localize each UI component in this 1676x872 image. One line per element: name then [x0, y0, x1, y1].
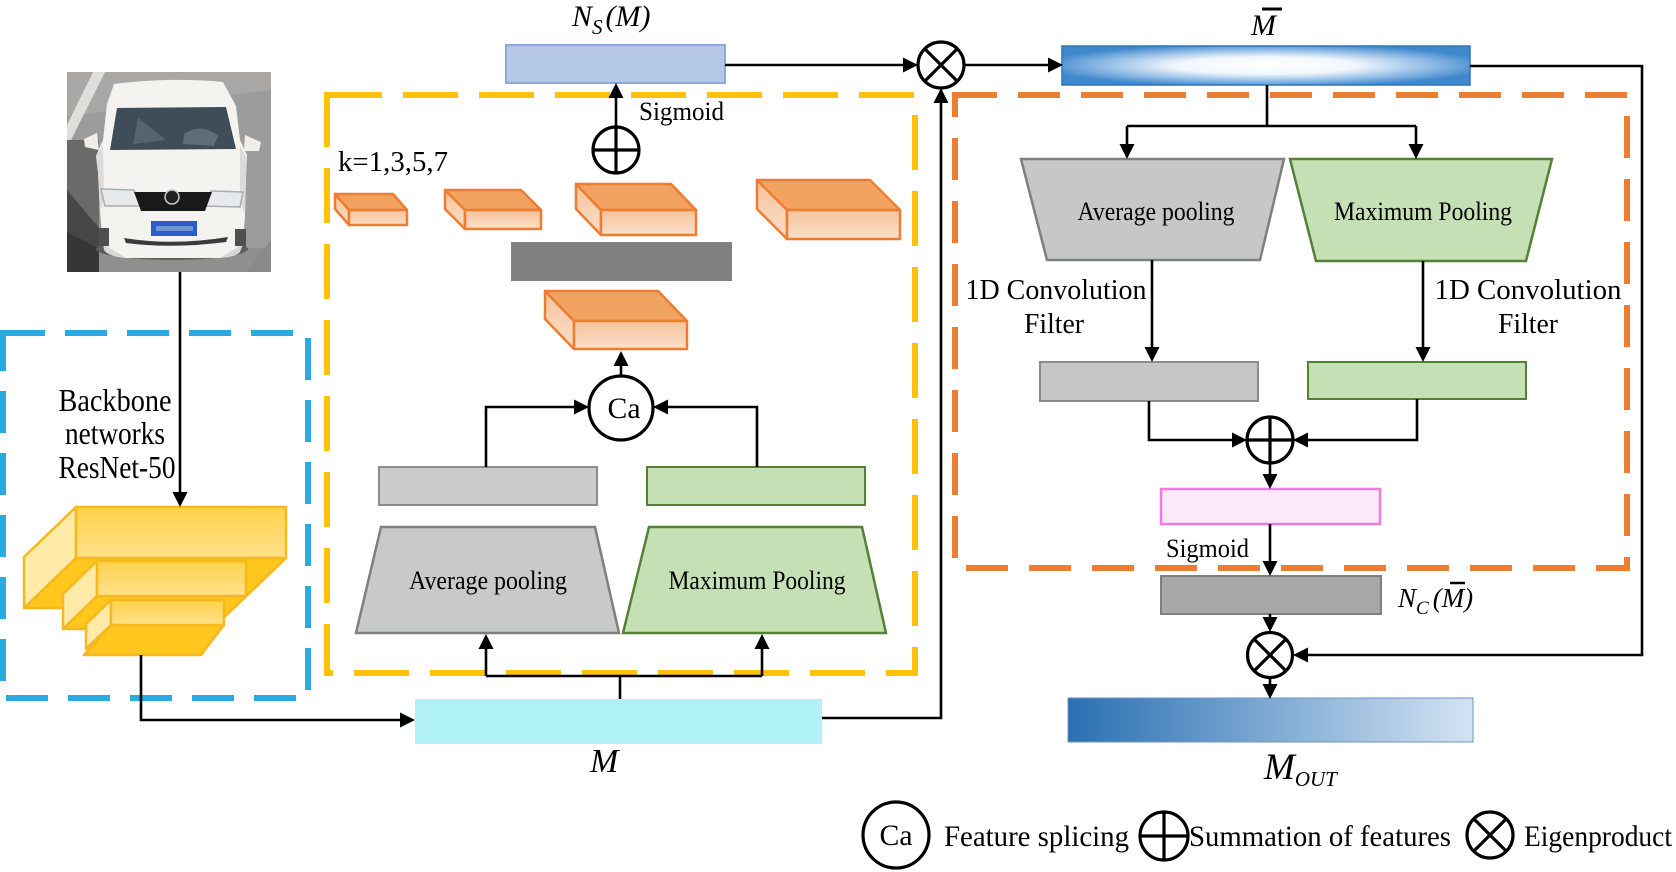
svg-text:M: M [1250, 9, 1278, 42]
svg-text:ResNet-50: ResNet-50 [59, 449, 176, 485]
svg-text:Ca: Ca [608, 392, 641, 425]
svg-text:Maximum Pooling: Maximum Pooling [1334, 196, 1512, 226]
svg-text:networks: networks [65, 415, 165, 451]
svg-text:Filter: Filter [1024, 308, 1084, 340]
svg-text:Average pooling: Average pooling [1078, 196, 1235, 226]
svg-text:Eigenproduct: Eigenproduct [1524, 820, 1673, 853]
svg-text:Filter: Filter [1498, 308, 1558, 340]
svg-text:Backbone: Backbone [59, 382, 172, 418]
svg-text:Sigmoid: Sigmoid [639, 97, 724, 126]
svg-text:NC(M): NC(M) [1397, 583, 1473, 619]
svg-text:Feature splicing: Feature splicing [944, 820, 1129, 853]
svg-text:Sigmoid: Sigmoid [1166, 534, 1249, 563]
svg-text:1D Convolution: 1D Convolution [966, 274, 1147, 306]
svg-text:1D Convolution: 1D Convolution [1435, 274, 1622, 306]
svg-text:Average pooling: Average pooling [409, 565, 567, 595]
svg-text:k=1,3,5,7: k=1,3,5,7 [338, 147, 448, 178]
svg-text:Summation of features: Summation of features [1189, 820, 1451, 853]
svg-text:NS(M): NS(M) [571, 0, 651, 39]
svg-text:Maximum Pooling: Maximum Pooling [669, 565, 846, 595]
svg-text:Ca: Ca [880, 819, 913, 852]
svg-text:MOUT: MOUT [1263, 747, 1338, 791]
svg-text:M: M [589, 743, 620, 780]
